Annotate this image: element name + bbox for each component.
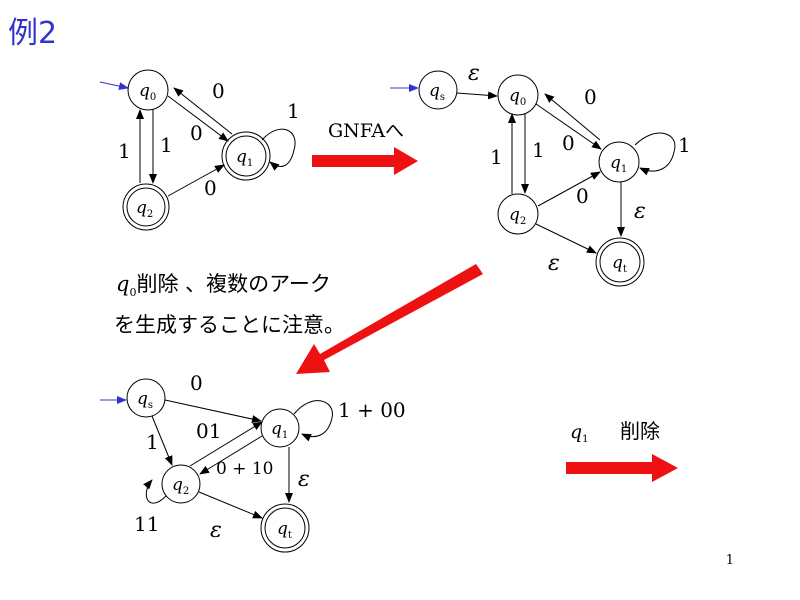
d2-label-q1-q0: 0 bbox=[584, 85, 597, 109]
d2-state-q2 bbox=[497, 193, 539, 235]
d1-edge-q0-q1 bbox=[167, 95, 229, 142]
diagonal-arrow bbox=[296, 264, 483, 374]
d2-label-q1: q1 bbox=[610, 153, 627, 175]
note-text: q0削除 、複数のアーク を生成することに注意。 bbox=[114, 268, 345, 341]
d2-edge-q1-loop bbox=[634, 132, 676, 176]
d2-label-q2-qt: ε bbox=[548, 251, 560, 276]
d3-label-qs-q1: 0 bbox=[190, 371, 203, 395]
d3-state-labels: qs q1 q2 qt bbox=[137, 389, 292, 541]
d1-state-q2 bbox=[126, 187, 166, 227]
d1-state-q2-accept-ring bbox=[122, 183, 170, 231]
d3-state-qs bbox=[126, 378, 166, 418]
d1-edge-q1-q0 bbox=[173, 87, 233, 135]
d2-state-qt bbox=[599, 241, 641, 283]
remove-q1-arrow bbox=[566, 454, 678, 482]
d2-state-labels: qs q0 q1 q2 qt bbox=[429, 81, 627, 275]
d2-state-q1 bbox=[598, 141, 640, 183]
gnfa-label: GNFAへ bbox=[328, 120, 404, 142]
diagram-1 bbox=[99, 69, 296, 231]
d1-state-q1 bbox=[225, 135, 267, 177]
d2-edge-q2-qt bbox=[535, 223, 597, 254]
d2-edge-q0-q1 bbox=[535, 103, 602, 150]
d3-label-q2-loop: 11 bbox=[134, 512, 159, 536]
d1-state-q1-accept-ring bbox=[221, 131, 271, 181]
d3-edge-q1-loop bbox=[293, 400, 333, 442]
d3-edge-qs-q2 bbox=[151, 415, 173, 466]
note-line-1-rest: 削除 、複数のアーク bbox=[136, 272, 331, 296]
d2-edge-q1-q0 bbox=[544, 93, 601, 141]
d3-label-qs: qs bbox=[137, 389, 153, 411]
d3-label-q2-qt: ε bbox=[210, 518, 222, 543]
gnfa-arrow bbox=[312, 147, 418, 175]
d2-state-qt-accept-ring bbox=[595, 237, 645, 287]
d2-state-q0 bbox=[497, 74, 539, 116]
d2-state-qs bbox=[418, 70, 458, 110]
d1-start-arrow bbox=[99, 81, 129, 91]
d2-label-q1-loop: 1 bbox=[678, 133, 691, 157]
d3-edge-q2-loop bbox=[143, 479, 167, 504]
d1-label-q1-q0: 0 bbox=[212, 79, 225, 103]
d1-label-q0-q2: 1 bbox=[160, 133, 173, 157]
d3-label-qt: qt bbox=[277, 519, 292, 541]
remove-q1-text: 削除 bbox=[620, 419, 660, 443]
d2-edge-q2-q1 bbox=[537, 171, 601, 207]
d1-state-labels: q0 q1 q2 bbox=[136, 81, 253, 220]
d3-label-q1-q2: 0 + 10 bbox=[216, 459, 274, 479]
page-number: 1 bbox=[725, 553, 734, 568]
diagram-3 bbox=[100, 378, 333, 553]
d2-label-q2: q2 bbox=[509, 205, 526, 227]
d2-label-qt: qt bbox=[612, 253, 627, 275]
d1-label-q0: q0 bbox=[139, 81, 156, 103]
note-line-1: q0削除 、複数のアーク bbox=[116, 268, 345, 309]
d1-edge-q2-q1 bbox=[167, 164, 225, 197]
slide-title: 例2 bbox=[8, 16, 58, 51]
d3-edge-q2-q1 bbox=[189, 421, 263, 467]
d3-label-q2-q1: 01 bbox=[196, 419, 221, 443]
d1-label-q2: q2 bbox=[136, 198, 153, 220]
d3-label-q1: q1 bbox=[271, 419, 288, 441]
d1-state-q0 bbox=[127, 69, 169, 111]
d2-edge-qs-q0 bbox=[456, 91, 498, 100]
d3-label-q1-qt: ε bbox=[298, 467, 310, 492]
d2-label-q0-q1: 0 bbox=[562, 131, 575, 155]
d3-state-qt-accept-ring bbox=[260, 503, 310, 553]
diagram-2 bbox=[390, 70, 676, 287]
d2-label-q1-qt: ε bbox=[634, 199, 646, 224]
d1-edge-labels: 0 0 1 1 1 0 bbox=[118, 79, 300, 200]
d3-label-q1-loop: 1 + 00 bbox=[338, 398, 406, 422]
remove-q1-state: q1 bbox=[570, 421, 589, 445]
d3-state-qt bbox=[264, 507, 306, 549]
d3-edge-q1-q2 bbox=[199, 435, 263, 475]
d3-edge-labels: 0 01 1 + 00 0 + 10 1 11 ε ε bbox=[134, 371, 406, 543]
d1-edge-q1-loop bbox=[261, 128, 296, 171]
note-state: q0 bbox=[116, 272, 137, 300]
d3-edge-q2-qt bbox=[198, 491, 263, 519]
d2-label-qs: qs bbox=[429, 81, 445, 103]
d3-edge-qs-q1 bbox=[164, 399, 262, 423]
d1-label-q2-q1: 0 bbox=[204, 176, 217, 200]
d2-label-q2-q0: 1 bbox=[490, 145, 503, 169]
d2-label-q0: q0 bbox=[509, 86, 526, 108]
d3-label-qs-q2: 1 bbox=[146, 430, 159, 454]
d2-label-q0-q2: 1 bbox=[532, 138, 545, 162]
d3-label-q2: q2 bbox=[172, 475, 189, 497]
d1-label-q1-loop: 1 bbox=[287, 99, 300, 123]
d2-label-q2-q1: 0 bbox=[576, 184, 589, 208]
note-line-2: を生成することに注意。 bbox=[114, 313, 345, 338]
d1-label-q0-q1: 0 bbox=[190, 121, 203, 145]
d1-label-q1: q1 bbox=[236, 147, 253, 169]
d1-label-q2-q0: 1 bbox=[118, 139, 131, 163]
d2-edge-labels: ε 0 0 1 1 1 0 ε ε bbox=[468, 61, 691, 276]
d2-label-qs-q0: ε bbox=[468, 61, 480, 86]
d3-state-q2 bbox=[161, 464, 201, 504]
